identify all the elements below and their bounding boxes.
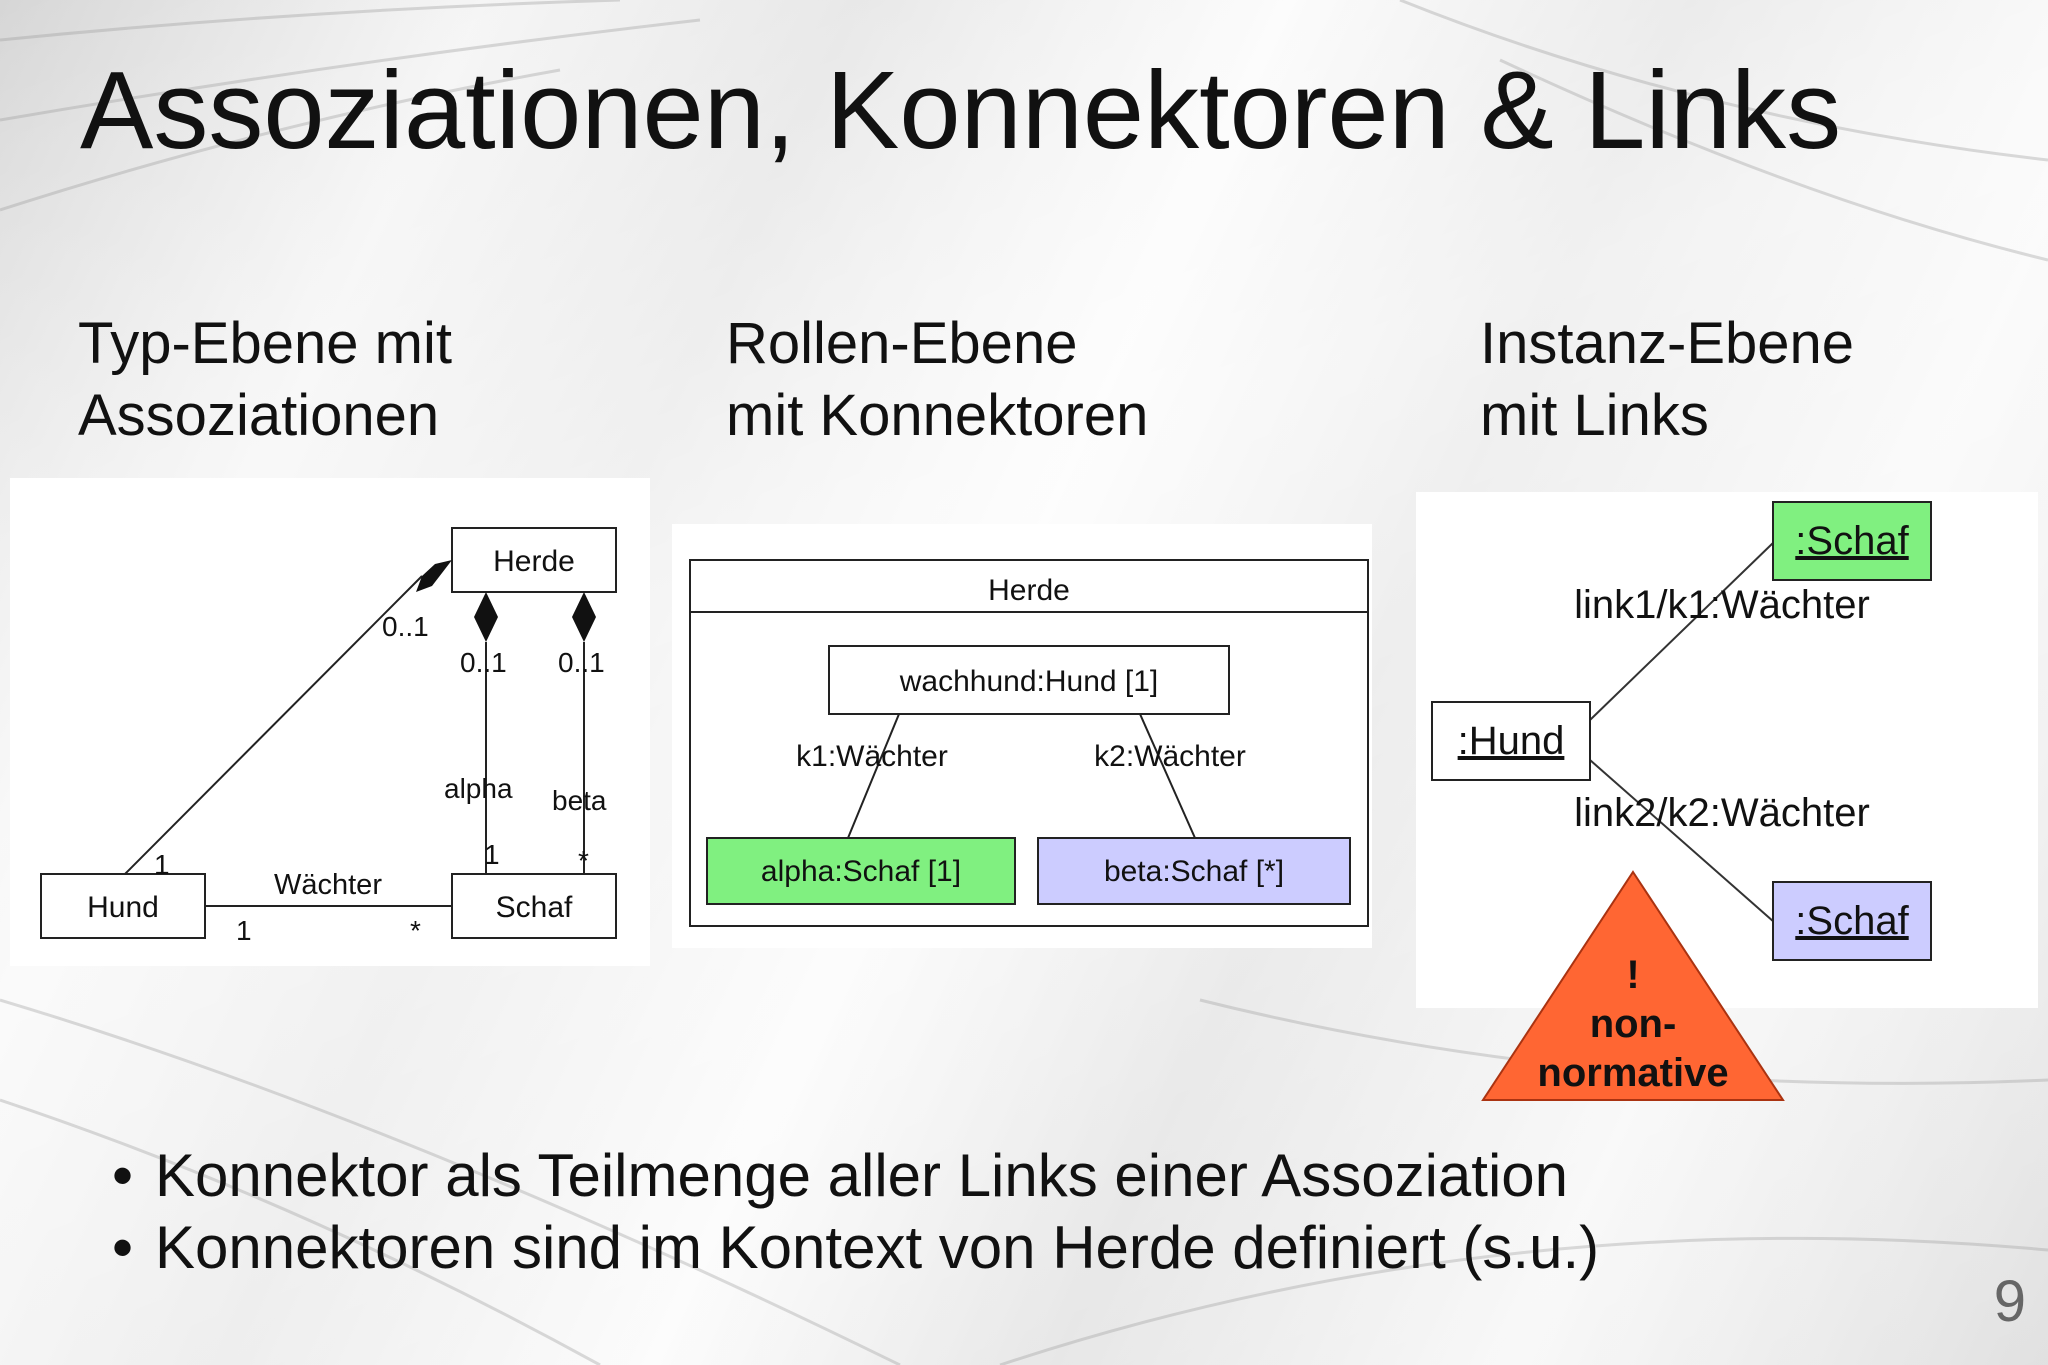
multiplicity-beta-schaf: * — [578, 845, 589, 876]
link1-line — [1589, 541, 1775, 721]
beta-part-label: beta:Schaf [*] — [1104, 855, 1284, 888]
alpha-part-box — [706, 837, 1016, 905]
class-hund-box — [40, 873, 206, 939]
bullet-item-1: Konnektor als Teilmenge aller Links eine… — [112, 1140, 1599, 1212]
bullet-list: Konnektor als Teilmenge aller Links eine… — [112, 1140, 1599, 1284]
class-schaf-label: Schaf — [496, 891, 573, 924]
object-hund-label: :Hund — [1458, 719, 1565, 763]
heading-role-level-line2: mit Konnektoren — [726, 383, 1149, 448]
object-schaf-bottom-label: :Schaf — [1795, 899, 1909, 943]
class-hund-label: Hund — [87, 891, 159, 924]
object-schaf-top-box — [1772, 501, 1932, 581]
slide-title: Assoziationen, Konnektoren & Links — [80, 49, 1842, 172]
composition-diamond-alpha — [474, 592, 498, 642]
heading-instance-level: Instanz-Ebene mit Links — [1480, 308, 1854, 452]
heading-instance-level-line1: Instanz-Ebene — [1480, 311, 1855, 376]
connector-k2-label: k2:Wächter — [1094, 740, 1246, 773]
instance-level-diagram: :Hund :Schaf :Schaf link1/k1:Wächter lin… — [1416, 492, 2038, 1008]
warning-triangle-icon — [1481, 870, 1785, 1101]
class-schaf-box — [451, 873, 617, 939]
multiplicity-hund-assoc: 1 — [236, 915, 252, 946]
object-schaf-top-label: :Schaf — [1795, 519, 1909, 563]
page-number: 9 — [1993, 1269, 2026, 1334]
heading-type-level-line2: Assoziationen — [78, 383, 440, 448]
wachhund-part-box — [828, 645, 1230, 715]
role-level-diagram: Herde wachhund:Hund [1] alpha:Schaf [1] … — [672, 524, 1372, 948]
role-alpha-label: alpha — [444, 773, 513, 804]
heading-type-level-line1: Typ-Ebene mit — [78, 311, 452, 376]
wachhund-part-label: wachhund:Hund [1] — [899, 665, 1159, 698]
heading-instance-level-line2: mit Links — [1480, 383, 1709, 448]
connector-k1-label: k1:Wächter — [796, 740, 948, 773]
warning-text-line2: normative — [1537, 1051, 1728, 1095]
class-herde-box — [451, 527, 617, 593]
multiplicity-alpha-schaf: 1 — [484, 839, 500, 870]
connector-k2-line — [1139, 713, 1196, 839]
type-level-diagram: Herde Hund Schaf Wächter 0..1 0..1 0..1 … — [10, 478, 650, 966]
multiplicity-herde-alpha: 0..1 — [460, 647, 507, 678]
heading-type-level: Typ-Ebene mit Assoziationen — [78, 308, 452, 452]
multiplicity-hund-diag: 1 — [154, 849, 170, 880]
warning-text-line1: non- — [1590, 1002, 1677, 1046]
link1-label: link1/k1:Wächter — [1574, 583, 1870, 627]
alpha-part-label: alpha:Schaf [1] — [761, 855, 961, 888]
heading-role-level: Rollen-Ebene mit Konnektoren — [726, 308, 1148, 452]
connector-k1-line — [847, 713, 900, 839]
warning-exclamation: ! — [1626, 953, 1639, 997]
multiplicity-herde-beta: 0..1 — [558, 647, 605, 678]
association-name-label: Wächter — [274, 869, 382, 901]
herde-container-label: Herde — [988, 574, 1070, 607]
class-herde-label: Herde — [493, 545, 575, 578]
beta-part-box — [1037, 837, 1351, 905]
bullet-item-2: Konnektoren sind im Kontext von Herde de… — [112, 1212, 1599, 1284]
multiplicity-herde-diag: 0..1 — [382, 611, 429, 642]
composition-diamond-diag — [416, 560, 452, 592]
non-normative-warning: ! non- normative — [1481, 870, 1785, 1101]
object-schaf-bottom-box — [1772, 881, 1932, 961]
object-hund-box — [1431, 701, 1591, 781]
heading-role-level-line1: Rollen-Ebene — [726, 311, 1078, 376]
link2-label: link2/k2:Wächter — [1574, 791, 1870, 835]
role-beta-label: beta — [552, 785, 607, 816]
composition-diamond-beta — [572, 592, 596, 642]
link2-line — [1589, 759, 1775, 923]
multiplicity-schaf-assoc: * — [410, 915, 421, 946]
